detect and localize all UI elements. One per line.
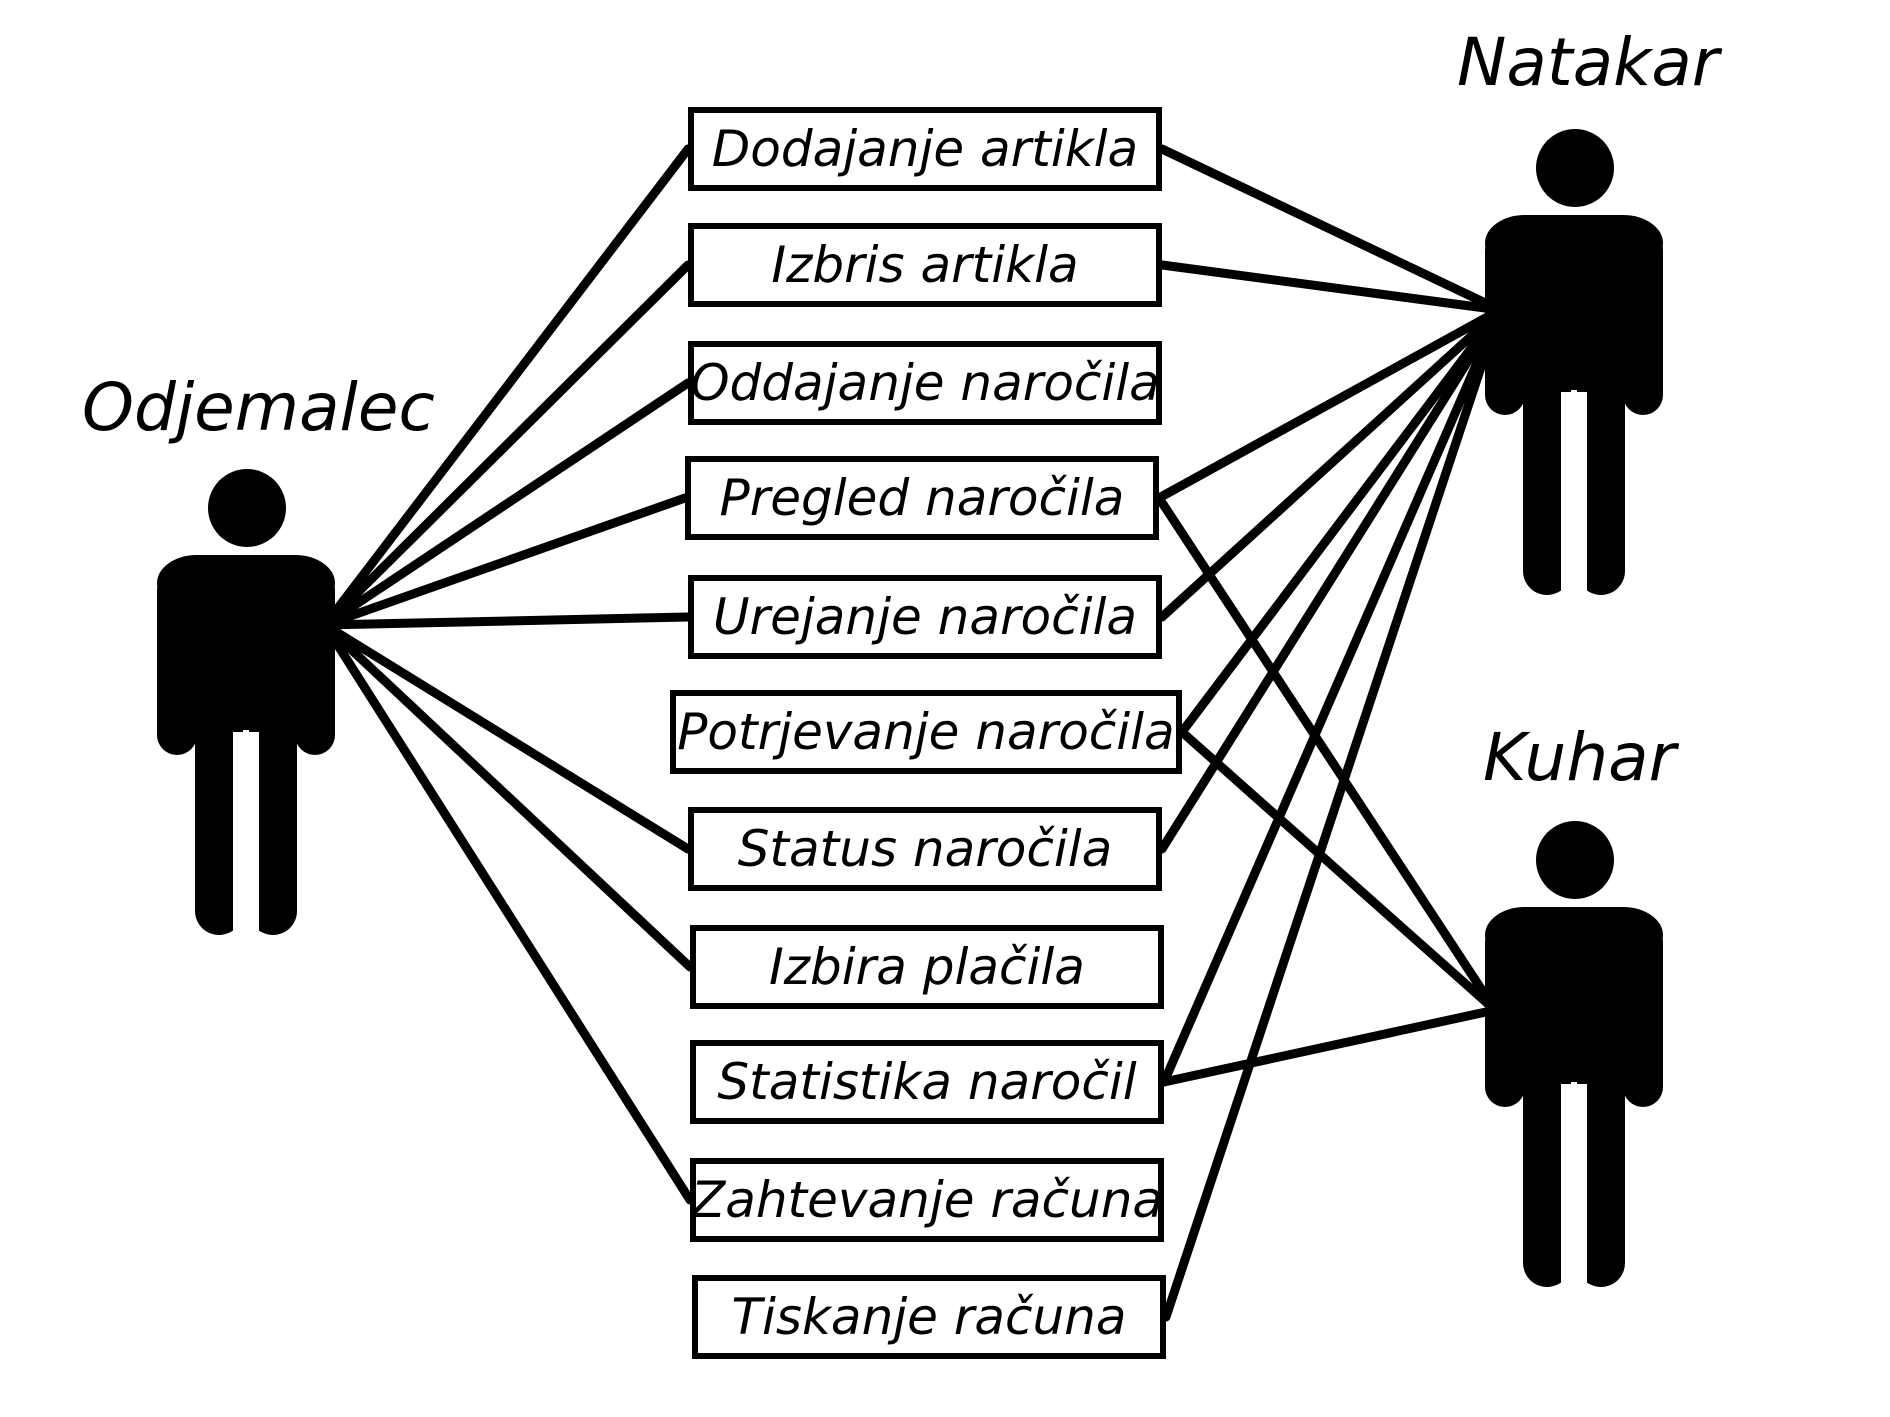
association-kuhar-potrjevanje-narocila xyxy=(1177,727,1500,1015)
association-odjemalec-urejanje-narocila xyxy=(320,612,693,630)
association-odjemalec-dodajanje-artikla xyxy=(320,144,693,630)
use-case-izbris-artikla: Izbris artikla xyxy=(688,223,1162,307)
association-natakar-statistika-narocil xyxy=(1159,305,1505,1087)
association-natakar-pregled-narocila xyxy=(1154,305,1505,503)
association-natakar-potrjevanje-narocila xyxy=(1177,305,1505,737)
actor-name-odjemalec: Odjemalec xyxy=(82,369,435,446)
association-kuhar-pregled-narocila xyxy=(1154,493,1500,1015)
use-case-potrjevanje-narocila: Potrjevanje naročila xyxy=(670,690,1182,774)
use-case-tiskanje-racuna: Tiskanje računa xyxy=(692,1275,1166,1359)
association-natakar-urejanje-narocila xyxy=(1157,305,1505,622)
association-odjemalec-zahtevanje-racuna xyxy=(320,620,695,1205)
association-odjemalec-pregled-narocila xyxy=(320,493,690,630)
use-case-dodajanje-artikla: Dodajanje artikla xyxy=(688,107,1162,191)
use-case-zahtevanje-racuna: Zahtevanje računa xyxy=(690,1158,1164,1242)
association-natakar-izbris-artikla xyxy=(1157,260,1505,315)
use-case-urejanje-narocila: Urejanje naročila xyxy=(688,575,1162,659)
association-odjemalec-status-narocila xyxy=(320,620,693,854)
use-case-statistika-narocil: Statistika naročil xyxy=(690,1040,1164,1124)
actor-figure-kuhar xyxy=(1485,821,1663,1287)
association-odjemalec-oddajanje-narocila xyxy=(320,378,693,630)
use-case-oddajanje-narocila: Oddajanje naročila xyxy=(688,341,1162,425)
actor-name-natakar: Natakar xyxy=(1457,24,1719,101)
use-case-status-narocila: Status naročila xyxy=(688,807,1162,891)
association-natakar-tiskanje-racuna xyxy=(1161,305,1505,1322)
use-case-izbira-placila: Izbira plačila xyxy=(690,925,1164,1009)
actor-name-kuhar: Kuhar xyxy=(1483,719,1676,796)
association-odjemalec-izbira-placila xyxy=(320,620,695,972)
use-case-pregled-narocila: Pregled naročila xyxy=(685,456,1159,540)
actor-figure-odjemalec xyxy=(157,469,335,935)
association-kuhar-statistika-narocil xyxy=(1159,1005,1500,1087)
association-natakar-dodajanje-artikla xyxy=(1157,144,1505,315)
actor-figure-natakar xyxy=(1485,129,1663,595)
association-odjemalec-izbris-artikla xyxy=(320,260,693,630)
